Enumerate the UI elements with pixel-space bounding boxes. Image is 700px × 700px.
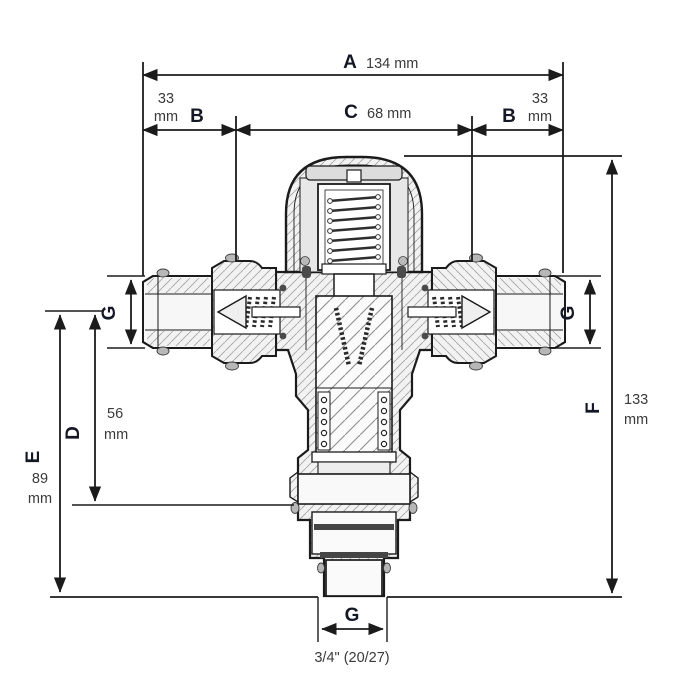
dim-A-value: 134 mm xyxy=(366,56,418,72)
dim-D: D 56 mm xyxy=(45,310,294,506)
dim-B-right-value1: 33 xyxy=(532,91,548,107)
dim-C-value: 68 mm xyxy=(367,106,411,122)
dim-C: C 68 mm xyxy=(235,102,473,262)
dim-G-right: G xyxy=(556,275,601,349)
dim-E: E 89 mm xyxy=(23,314,67,593)
outlet-thread-size: 3/4" (20/27) xyxy=(314,650,389,666)
o-ring xyxy=(302,266,311,278)
dim-F-label: F xyxy=(583,402,604,414)
dim-B-left-value2: mm xyxy=(154,109,178,125)
left-inlet-port xyxy=(141,252,302,372)
dim-G-right-label: G xyxy=(558,306,579,321)
dim-B-left: 33 mm B xyxy=(142,91,237,262)
dim-B-left-value1: 33 xyxy=(158,91,174,107)
dim-A: A 134 mm xyxy=(142,52,564,276)
outlet-union-nut xyxy=(297,473,411,505)
dim-E-value2: mm xyxy=(28,491,52,507)
dim-B-right: B 33 mm xyxy=(471,91,564,137)
adjustment-spring xyxy=(317,169,391,305)
dim-F-value1: 133 xyxy=(624,392,648,408)
dim-B-right-label: B xyxy=(502,106,516,127)
outlet-tailpiece xyxy=(325,559,383,597)
dim-G-bottom-label: G xyxy=(345,605,360,626)
o-ring xyxy=(397,266,406,278)
coil-spring xyxy=(320,396,388,448)
dim-G-left-label: G xyxy=(99,306,120,321)
dim-E-label: E xyxy=(23,451,44,464)
thermostatic-cartridge xyxy=(311,295,397,475)
dim-D-value2: mm xyxy=(104,427,128,443)
outlet-port xyxy=(289,470,419,597)
dim-F: F 133 mm xyxy=(404,155,648,594)
right-inlet-port xyxy=(406,252,567,372)
dim-G-left: G xyxy=(99,275,145,349)
dim-C-label: C xyxy=(344,102,358,123)
dim-D-label: D xyxy=(63,426,84,440)
dim-D-value1: 56 xyxy=(107,406,123,422)
valve-cross-section xyxy=(141,155,567,598)
dim-E-value1: 89 xyxy=(32,471,48,487)
dim-B-left-label: B xyxy=(190,106,204,127)
dim-B-right-value2: mm xyxy=(528,109,552,125)
dim-F-value2: mm xyxy=(624,412,648,428)
dim-G-bottom: G 3/4" (20/27) xyxy=(50,596,622,666)
dim-A-label: A xyxy=(343,52,357,73)
